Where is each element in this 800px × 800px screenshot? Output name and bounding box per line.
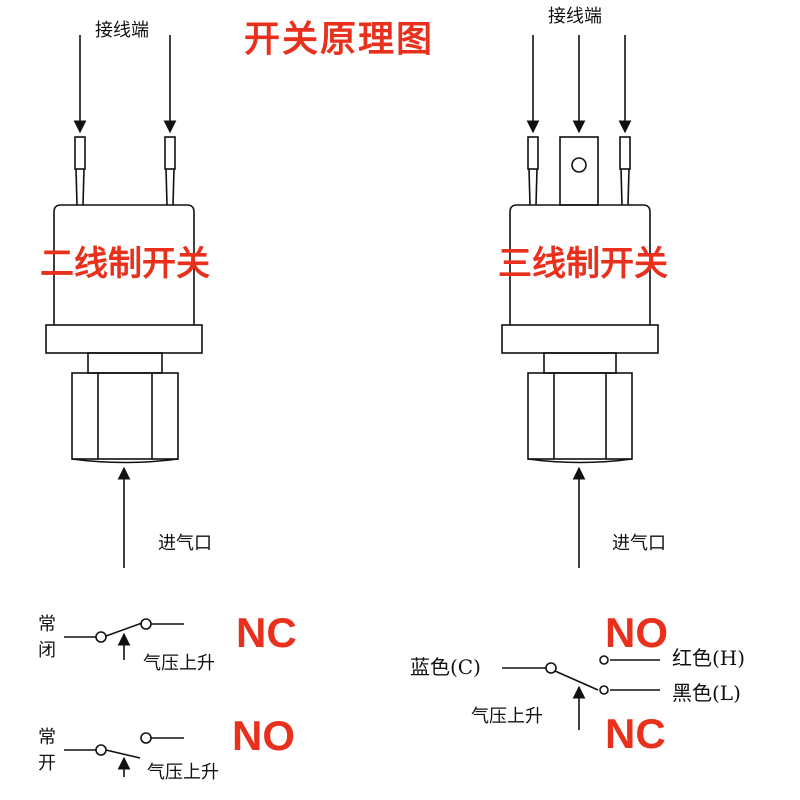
no-mode-label: 常 开 [38,725,60,777]
three-wire-switch-symbol [502,655,660,730]
nc-switch-symbol [64,618,184,660]
nc-code: NC [236,609,297,656]
three-wire-pressure-label: 气压上升 [471,706,543,727]
terminal-label: 接线端 [548,6,602,27]
three-wire-no-code: NO [605,609,668,656]
two-wire-switch-drawing [45,35,203,568]
no-mode-char-2: 开 [38,753,56,774]
three-wire-nc-code: NC [605,710,666,757]
two-wire-body-label: 二线制开关 [40,244,210,284]
nc-pressure-label: 气压上升 [143,653,215,674]
high-wire-label: 红色(H) [672,646,746,670]
no-switch-symbol [64,732,184,777]
pin-2 [164,136,176,170]
nc-mode-char-1: 常 [38,614,56,635]
nc-mode-label: 常 闭 [38,612,60,664]
low-wire-label: 黑色(L) [672,681,741,705]
three-wire-body-label: 三线制开关 [498,244,668,284]
common-wire-label: 蓝色(C) [410,655,481,679]
nc-mode-char-2: 闭 [38,640,56,661]
page-title: 开关原理图 [244,19,435,60]
inlet-label: 进气口 [158,533,212,554]
pin-1 [74,136,86,170]
three-wire-switch-drawing [501,35,659,568]
no-code: NO [232,712,295,759]
center-terminal [559,136,599,206]
flange [45,324,203,354]
inlet-label: 进气口 [612,533,666,554]
body-cap [53,204,195,325]
no-pressure-label: 气压上升 [147,762,219,783]
hex-nut [71,372,179,460]
terminal-label: 接线端 [95,20,149,41]
no-mode-char-1: 常 [38,727,56,748]
